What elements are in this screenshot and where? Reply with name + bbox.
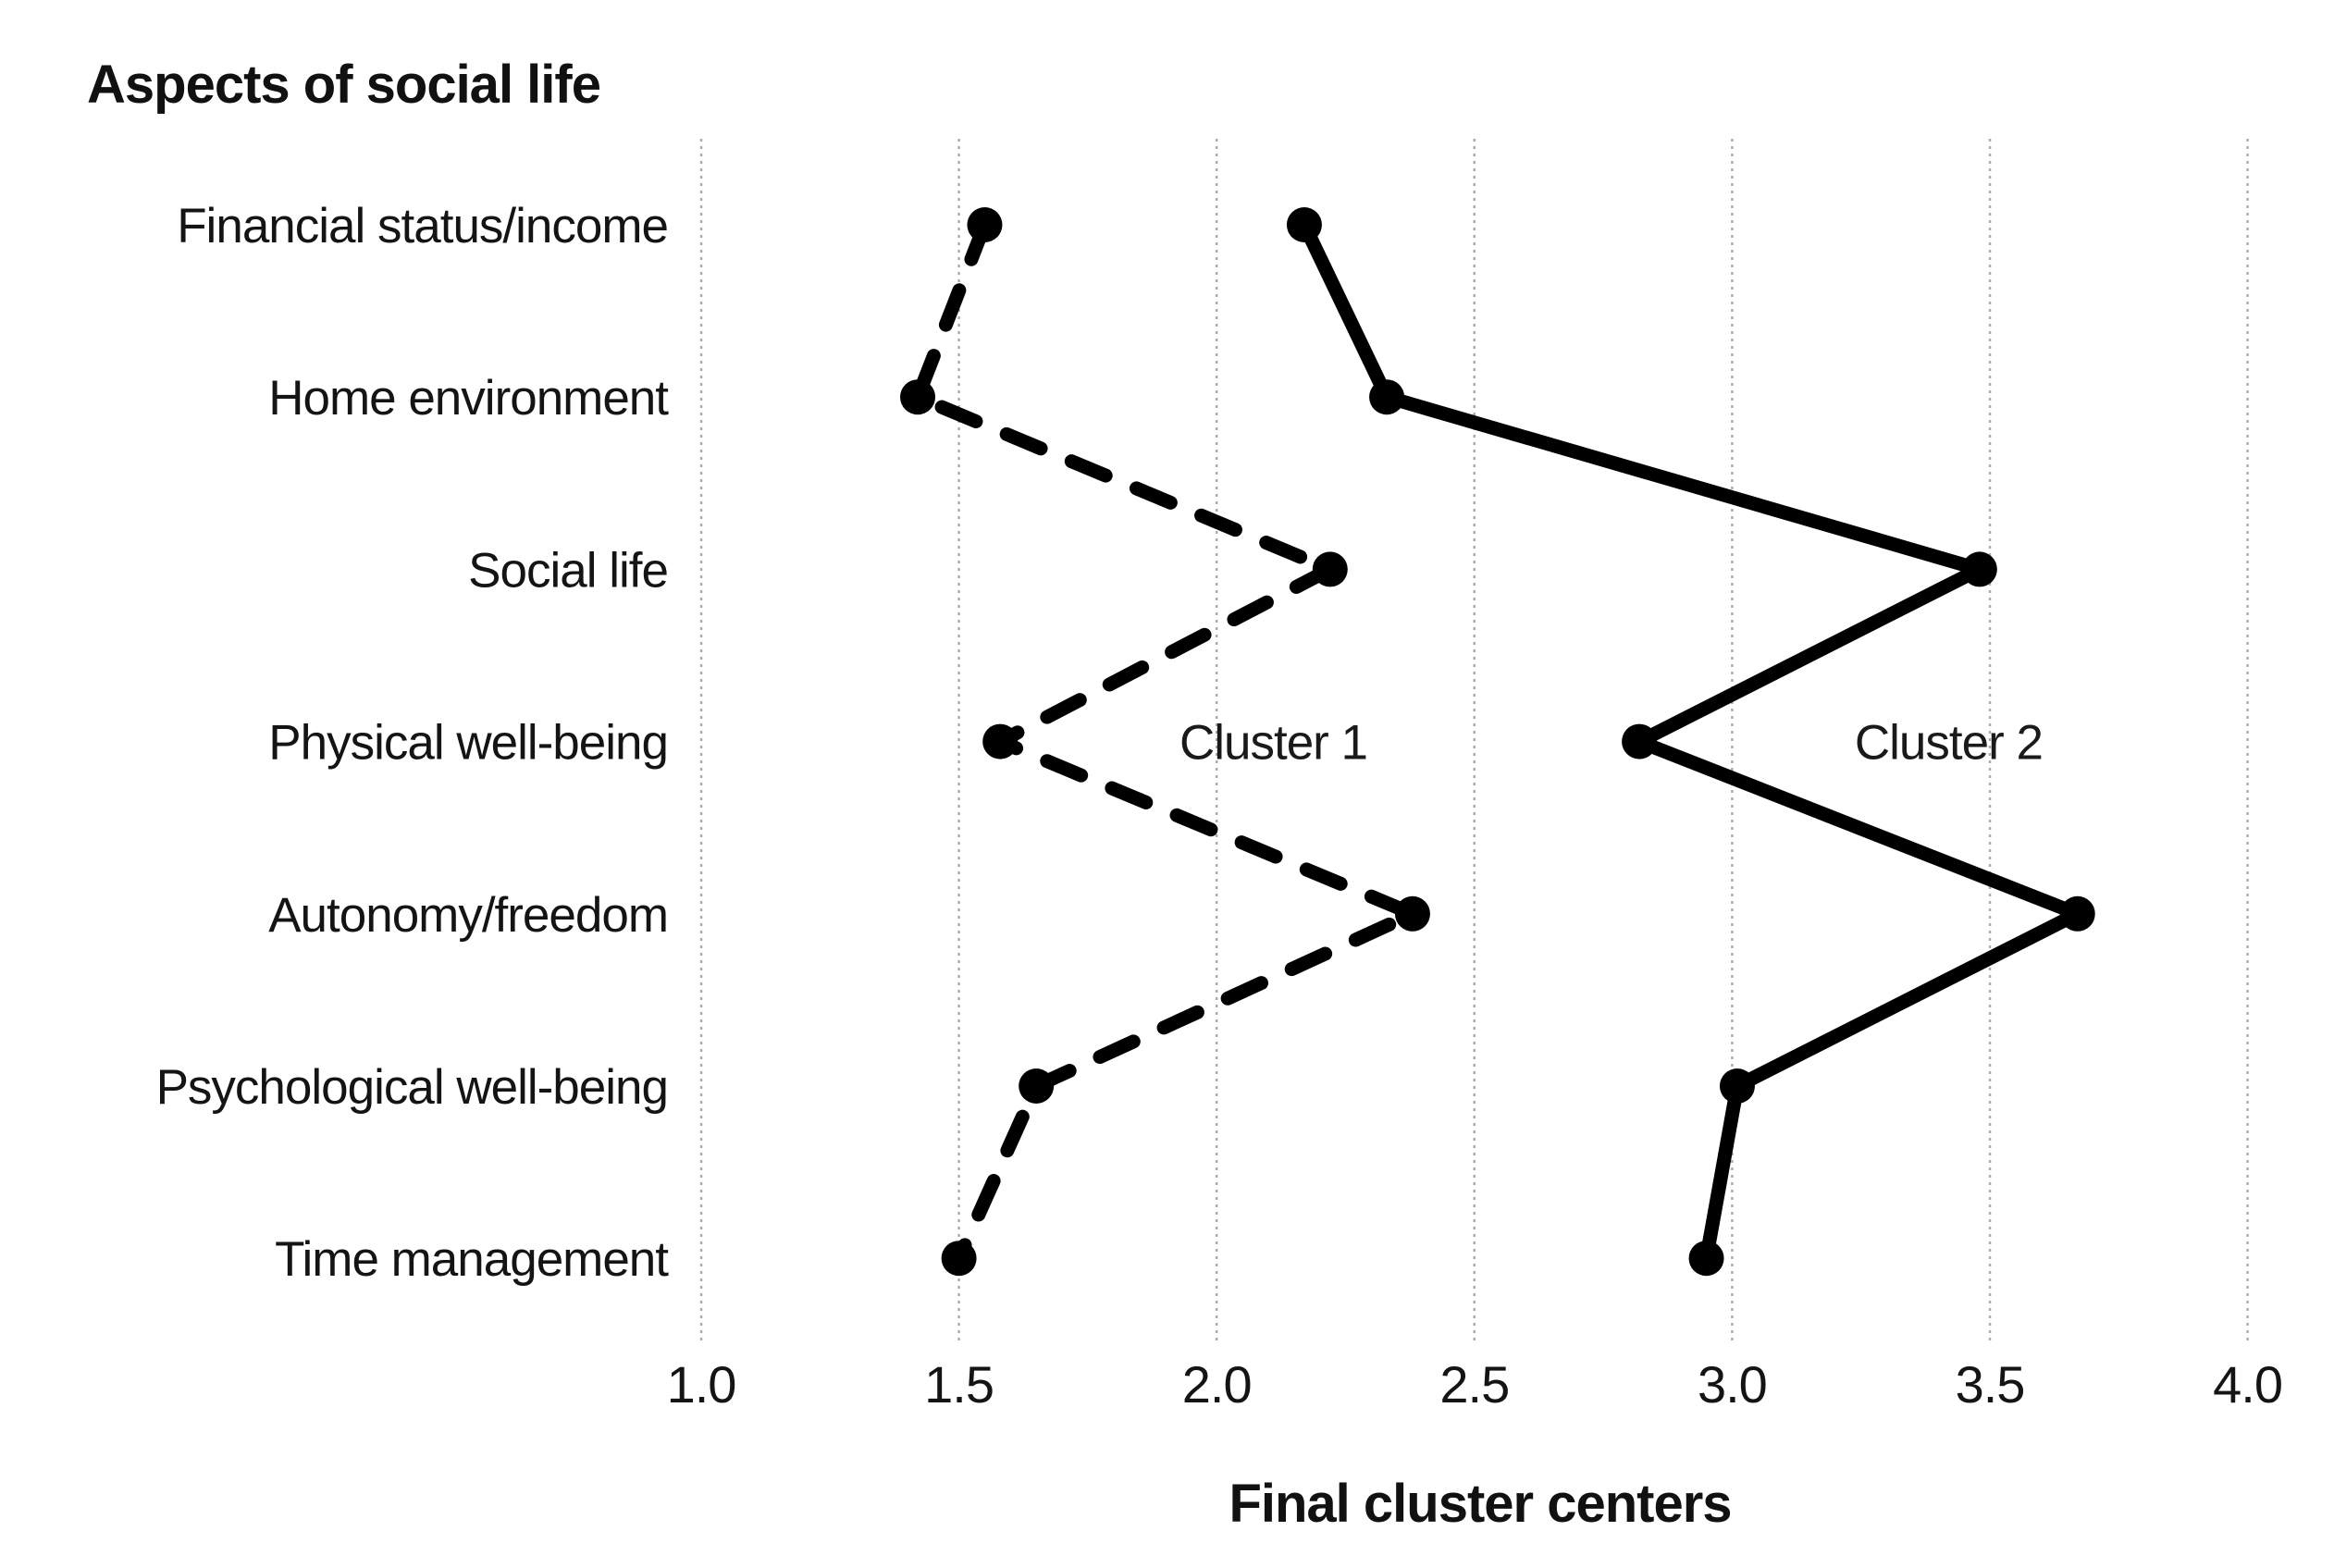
- category-label: Physical well-being: [268, 716, 668, 771]
- data-point: [1369, 379, 1405, 415]
- category-label: Social life: [468, 543, 668, 598]
- data-point: [1622, 723, 1658, 759]
- data-point: [900, 379, 936, 415]
- cluster-2-label: Cluster 2: [1855, 716, 2043, 771]
- x-axis-title: Final cluster centers: [1229, 1474, 1732, 1534]
- category-label: Financial status/income: [177, 199, 668, 253]
- x-tick-label: 1.5: [924, 1355, 994, 1414]
- x-tick-label: 4.0: [2213, 1355, 2282, 1414]
- y-axis-title: Aspects of social life: [87, 55, 601, 115]
- cluster-1-label: Cluster 1: [1179, 716, 1367, 771]
- category-label: Psychological well-being: [156, 1060, 668, 1115]
- data-point: [1719, 1068, 1755, 1104]
- data-point: [1019, 1068, 1055, 1104]
- data-point: [1688, 1241, 1724, 1277]
- data-point: [941, 1241, 977, 1277]
- category-label: Time management: [275, 1232, 669, 1287]
- x-tick-label: 2.0: [1182, 1355, 1252, 1414]
- x-tick-label: 3.5: [1956, 1355, 2025, 1414]
- category-label: Home environment: [268, 371, 669, 426]
- data-point: [1961, 551, 1997, 587]
- x-tick-label: 1.0: [667, 1355, 736, 1414]
- data-point: [1286, 207, 1322, 242]
- category-label: Autonomy/freedom: [268, 888, 668, 943]
- x-tick-label: 2.5: [1439, 1355, 1509, 1414]
- x-tick-label: 3.0: [1698, 1355, 1767, 1414]
- data-point: [1312, 551, 1348, 587]
- data-point: [2059, 895, 2095, 932]
- data-point: [967, 207, 1003, 242]
- data-point: [982, 723, 1019, 759]
- data-point: [1394, 895, 1430, 932]
